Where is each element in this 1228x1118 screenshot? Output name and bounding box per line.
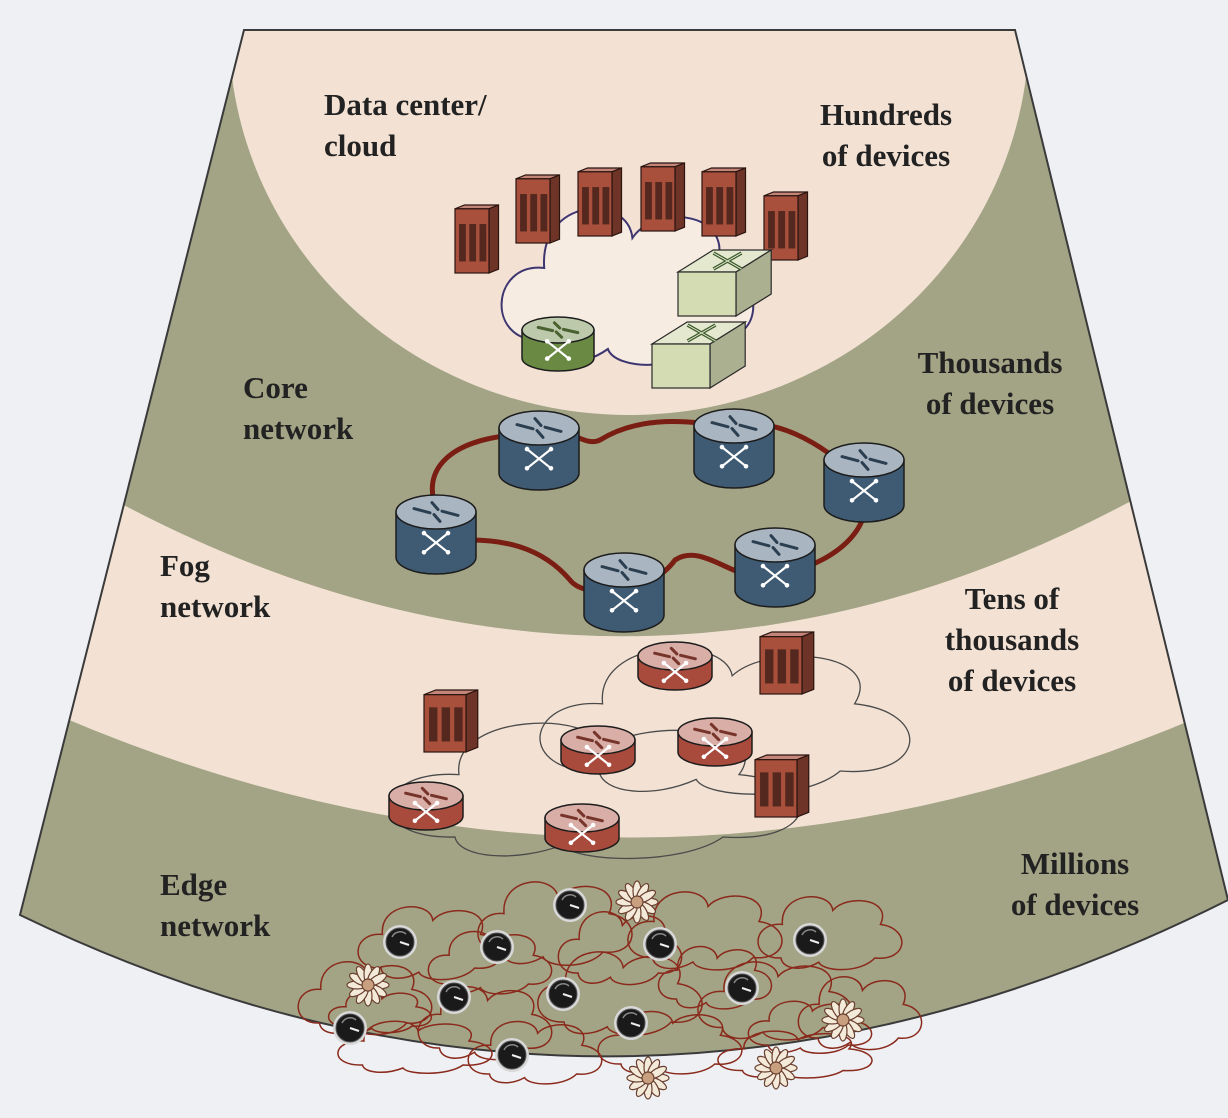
edge-sensor-icon [793,923,827,957]
core-router-icon [693,408,775,489]
fog-server-icon [423,689,479,753]
layer-name-label: network [160,589,271,624]
edge-cloud-shape [327,990,433,1034]
fog-router-icon [544,803,620,853]
edge-sensor-icon [437,980,471,1014]
device-count-label: of devices [1011,887,1139,922]
edge-cloud-shape [337,1020,493,1075]
edge-actuator-icon [346,963,390,1007]
core-router-icon [734,527,816,608]
datacenter-router-icon [521,316,595,372]
fog-router-icon [637,641,713,691]
layer-name-label: Fog [160,548,210,583]
layer-name-label: Edge [160,867,227,902]
edge-sensor-icon [480,930,514,964]
layer-name-label: Data center/ [324,87,487,122]
fog-server-icon [759,631,815,695]
edge-cloud-shape [417,986,553,1061]
datacenter-server-icon [454,204,500,274]
datacenter-server-icon [515,174,561,244]
fog-router-icon [388,781,464,831]
datacenter-server-icon [577,167,623,237]
device-count-label: thousands [945,622,1079,657]
edge-cloud-shape [697,961,853,1041]
edge-sensor-icon [333,1011,367,1045]
data-center-band [229,30,1029,415]
layer-name-label: network [160,908,271,943]
datacenter-server-icon [763,191,809,261]
edge-actuator-icon [754,1046,798,1090]
edge-cloud-shape [757,896,903,971]
device-count-label: Tens of [965,581,1060,616]
edge-sensor-icon [546,977,580,1011]
fog-router-icon [677,717,753,767]
datacenter-switch-icon [649,320,748,390]
fog-router-icon [560,725,636,775]
device-count-label: Thousands [918,345,1063,380]
edge-sensor-icon [553,888,587,922]
core-router-icon [823,442,905,523]
layer-name-label: cloud [324,128,396,163]
edge-sensor-icon [614,1006,648,1040]
datacenter-server-icon [701,167,747,237]
layer-name-label: Core [243,370,308,405]
fog-server-icon [754,754,810,818]
edge-actuator-icon [626,1056,670,1100]
datacenter-server-icon [640,162,686,232]
device-count-label: of devices [926,386,1054,421]
edge-cloud-shape [657,945,773,1010]
core-router-icon [395,494,477,575]
edge-cloud-shape [467,1020,603,1085]
edge-sensor-icon [495,1038,529,1072]
edge-cloud-shape [357,906,503,981]
edge-cloud-shape [427,930,553,995]
edge-sensor-icon [725,971,759,1005]
datacenter-switch-icon [675,248,774,318]
device-count-label: Hundreds [820,97,952,132]
core-router-icon [583,552,665,633]
device-count-label: Millions [1021,846,1130,881]
edge-sensor-icon [383,925,417,959]
fog-cloud-shape [539,647,911,795]
layer-name-label: network [243,411,354,446]
device-count-label: of devices [948,663,1076,698]
hierarchy-outline [18,29,1228,1058]
edge-actuator-icon [615,880,659,924]
edge-actuator-icon [821,998,865,1042]
edge-cloud-shape [627,891,783,971]
edge-sensor-icon [643,927,677,961]
device-count-label: of devices [822,138,950,173]
core-router-icon [498,410,580,491]
